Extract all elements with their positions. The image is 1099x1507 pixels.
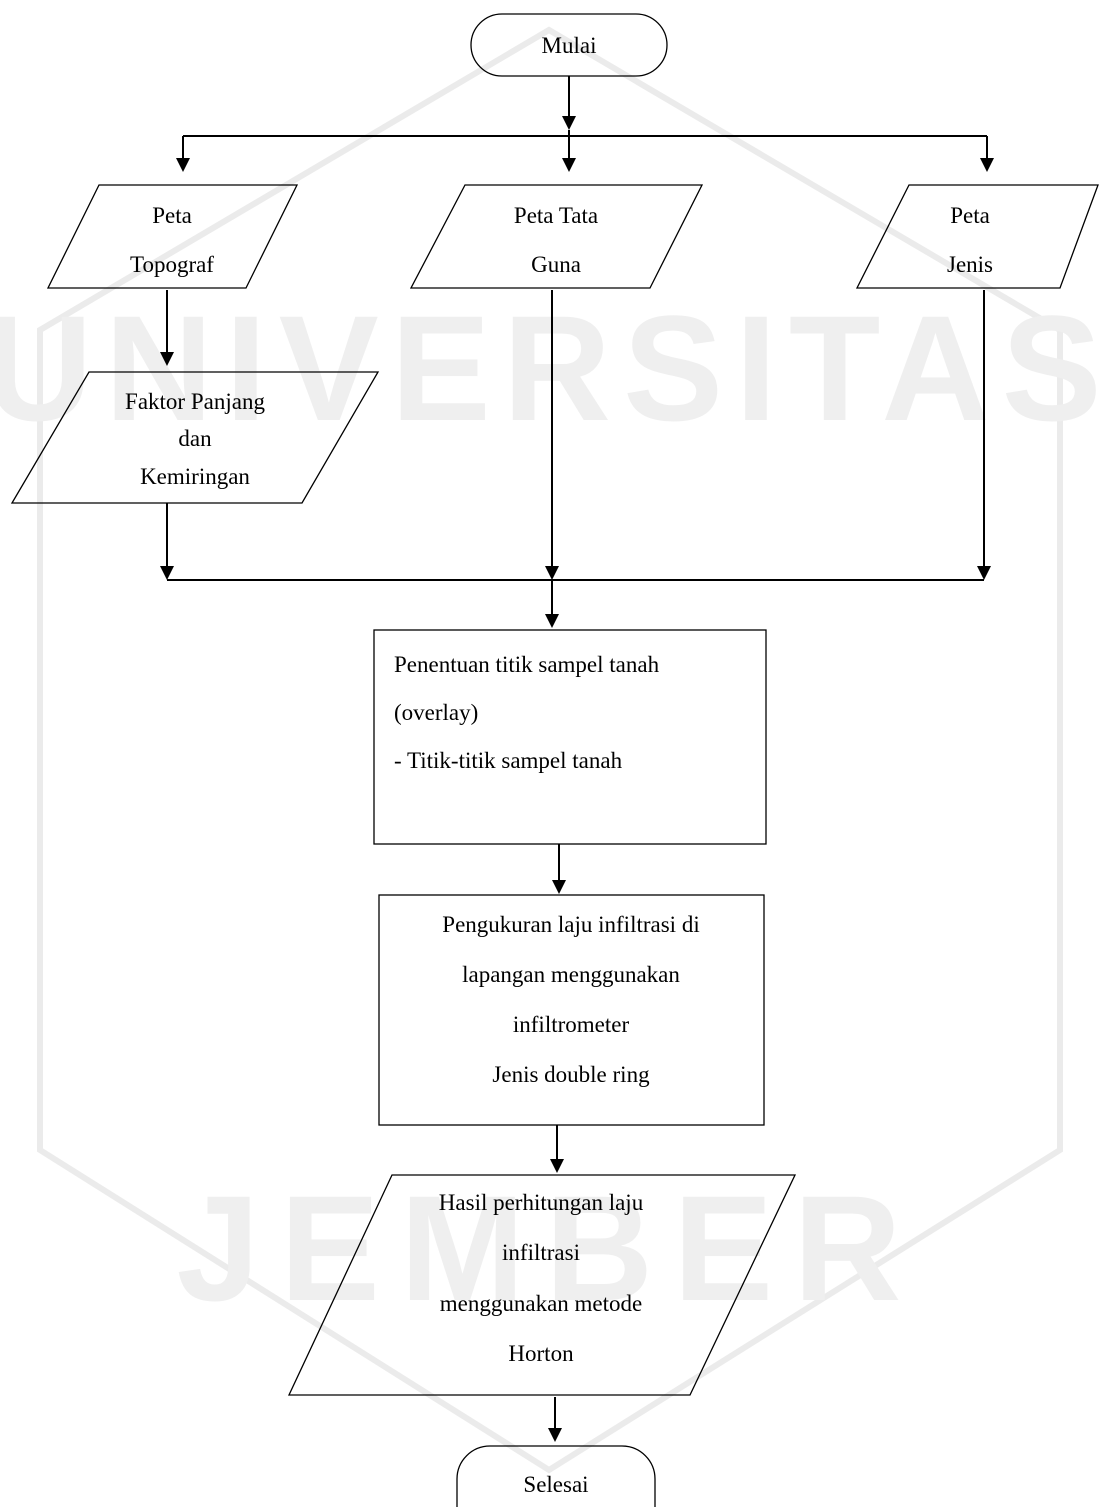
hasil-line4: Horton bbox=[508, 1341, 574, 1366]
branch-connector bbox=[176, 130, 994, 172]
input-peta-topografi: Peta Topograf bbox=[46, 184, 299, 289]
watermark-bottom-text: JEMBER bbox=[176, 1164, 921, 1332]
hasil-perhitungan: Hasil perhitungan laju infiltrasi menggu… bbox=[287, 1174, 797, 1396]
arrow-pengukuran-to-hasil bbox=[550, 1125, 564, 1173]
watermark-seal: UNIVERSITAS JEMBER bbox=[0, 26, 1099, 1474]
hasil-line2: infiltrasi bbox=[502, 1240, 580, 1265]
input-peta-jenis: Peta Jenis bbox=[855, 184, 1099, 289]
pengukuran-laju-infiltrasi: Pengukuran laju infiltrasi di lapangan m… bbox=[378, 894, 765, 1126]
hasil-line3: menggunakan metode bbox=[440, 1291, 642, 1316]
penentuan-line3: - Titik-titik sampel tanah bbox=[394, 748, 623, 773]
peta-jenis-line2: Jenis bbox=[947, 252, 993, 277]
input-peta-tata-guna: Peta Tata Guna bbox=[409, 184, 704, 289]
hasil-line1: Hasil perhitungan laju bbox=[439, 1190, 644, 1215]
faktor-line3: Kemiringan bbox=[140, 464, 250, 489]
faktor-panjang-kemiringan: Faktor Panjang dan Kemiringan bbox=[10, 371, 380, 504]
faktor-line2: dan bbox=[178, 426, 212, 451]
arrow-start-to-branch bbox=[562, 76, 576, 130]
pengukuran-line1: Pengukuran laju infiltrasi di bbox=[442, 912, 699, 937]
peta-tata-guna-line2: Guna bbox=[531, 252, 581, 277]
penentuan-line2: (overlay) bbox=[394, 700, 478, 725]
penentuan-titik-sampel: Penentuan titik sampel tanah (overlay) -… bbox=[373, 629, 767, 845]
peta-topografi-line2: Topograf bbox=[130, 252, 214, 277]
arrow-topografi-to-faktor bbox=[160, 290, 174, 366]
merge-connector bbox=[160, 290, 991, 628]
arrow-hasil-to-selesai bbox=[548, 1397, 562, 1442]
faktor-line1: Faktor Panjang bbox=[125, 389, 265, 414]
penentuan-line1: Penentuan titik sampel tanah bbox=[394, 652, 660, 677]
pengukuran-line3: infiltrometer bbox=[513, 1012, 630, 1037]
peta-topografi-line1: Peta bbox=[152, 203, 192, 228]
arrow-penentuan-to-pengukuran bbox=[552, 844, 566, 894]
start-label: Mulai bbox=[542, 33, 597, 58]
end-label: Selesai bbox=[523, 1472, 588, 1497]
pengukuran-line4: Jenis double ring bbox=[492, 1062, 650, 1087]
pengukuran-line2: lapangan menggunakan bbox=[462, 962, 680, 987]
start-terminal: Mulai bbox=[470, 13, 668, 77]
end-terminal: Selesai bbox=[456, 1445, 656, 1507]
watermark-top-text: UNIVERSITAS bbox=[0, 284, 1099, 452]
peta-tata-guna-line1: Peta Tata bbox=[514, 203, 598, 228]
peta-jenis-line1: Peta bbox=[950, 203, 990, 228]
